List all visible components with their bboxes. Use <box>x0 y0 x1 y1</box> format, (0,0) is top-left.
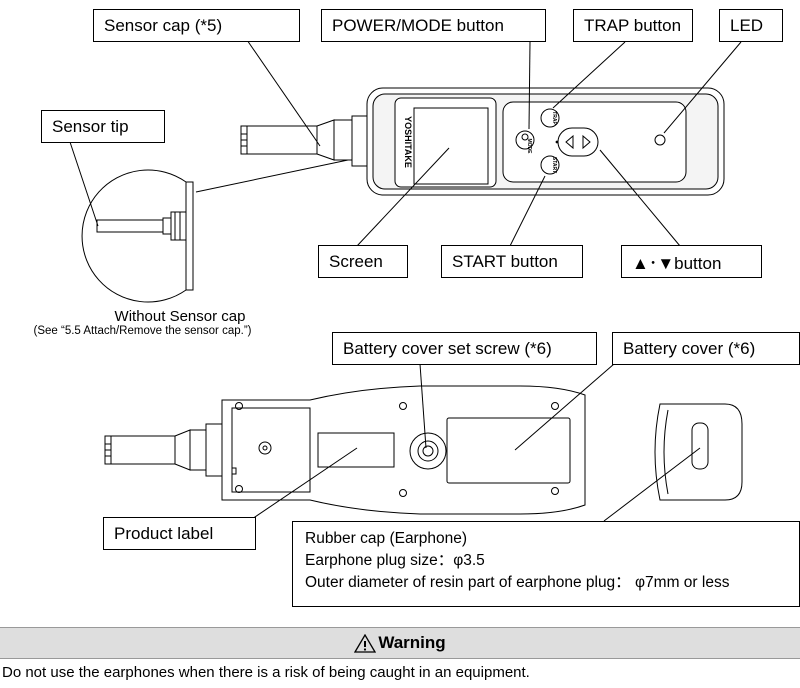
battery-cover-screw-label: Battery cover set screw (*6) <box>332 332 597 365</box>
brand-text: YOSHITAKE <box>403 116 413 168</box>
device-body-bottom <box>221 385 586 515</box>
warning-title: Warning <box>378 633 446 652</box>
rubber-cap-line-3: Outer diameter of resin part of earphone… <box>305 574 730 591</box>
trap-button-label: TRAP button <box>573 9 693 42</box>
power-mode-button-label: POWER/MODE button <box>321 9 546 42</box>
warning-header: Warning <box>0 627 800 659</box>
product-label-label: Product label <box>103 517 256 550</box>
sensor-tip-magnifier <box>81 169 194 303</box>
battery-cover-label: Battery cover (*6) <box>612 332 800 365</box>
caption-title: Without Sensor cap <box>114 308 246 325</box>
caption-note: (See “5.5 Attach/Remove the sensor cap.”… <box>33 325 252 337</box>
warning-text: Do not use the earphones when there is a… <box>2 664 530 681</box>
sensor-tip-label: Sensor tip <box>41 110 165 143</box>
rubber-cap-info: Rubber cap (Earphone) Earphone plug size… <box>292 521 800 607</box>
sensor-cap-label: Sensor cap (*5) <box>93 9 300 42</box>
mode-button-text: MODE <box>526 139 532 155</box>
earphone-rubber-cap <box>654 403 743 501</box>
device-buttons <box>515 108 666 175</box>
screen-label: Screen <box>318 245 408 278</box>
rubber-cap-line-2: Earphone plug size：φ3.5 <box>305 552 485 569</box>
start-button-text: START <box>551 157 557 173</box>
sensor-probe-top <box>240 115 369 167</box>
leader-lines <box>69 39 742 522</box>
sensor-probe-bottom <box>104 423 223 477</box>
up-down-button-label: ▲･▼button <box>621 245 762 278</box>
led-label: LED <box>719 9 783 42</box>
trap-button-text: TRAP <box>551 111 557 125</box>
warning-icon <box>354 633 377 653</box>
rubber-cap-line-1: Rubber cap (Earphone) <box>305 530 467 547</box>
start-button-label: START button <box>441 245 583 278</box>
